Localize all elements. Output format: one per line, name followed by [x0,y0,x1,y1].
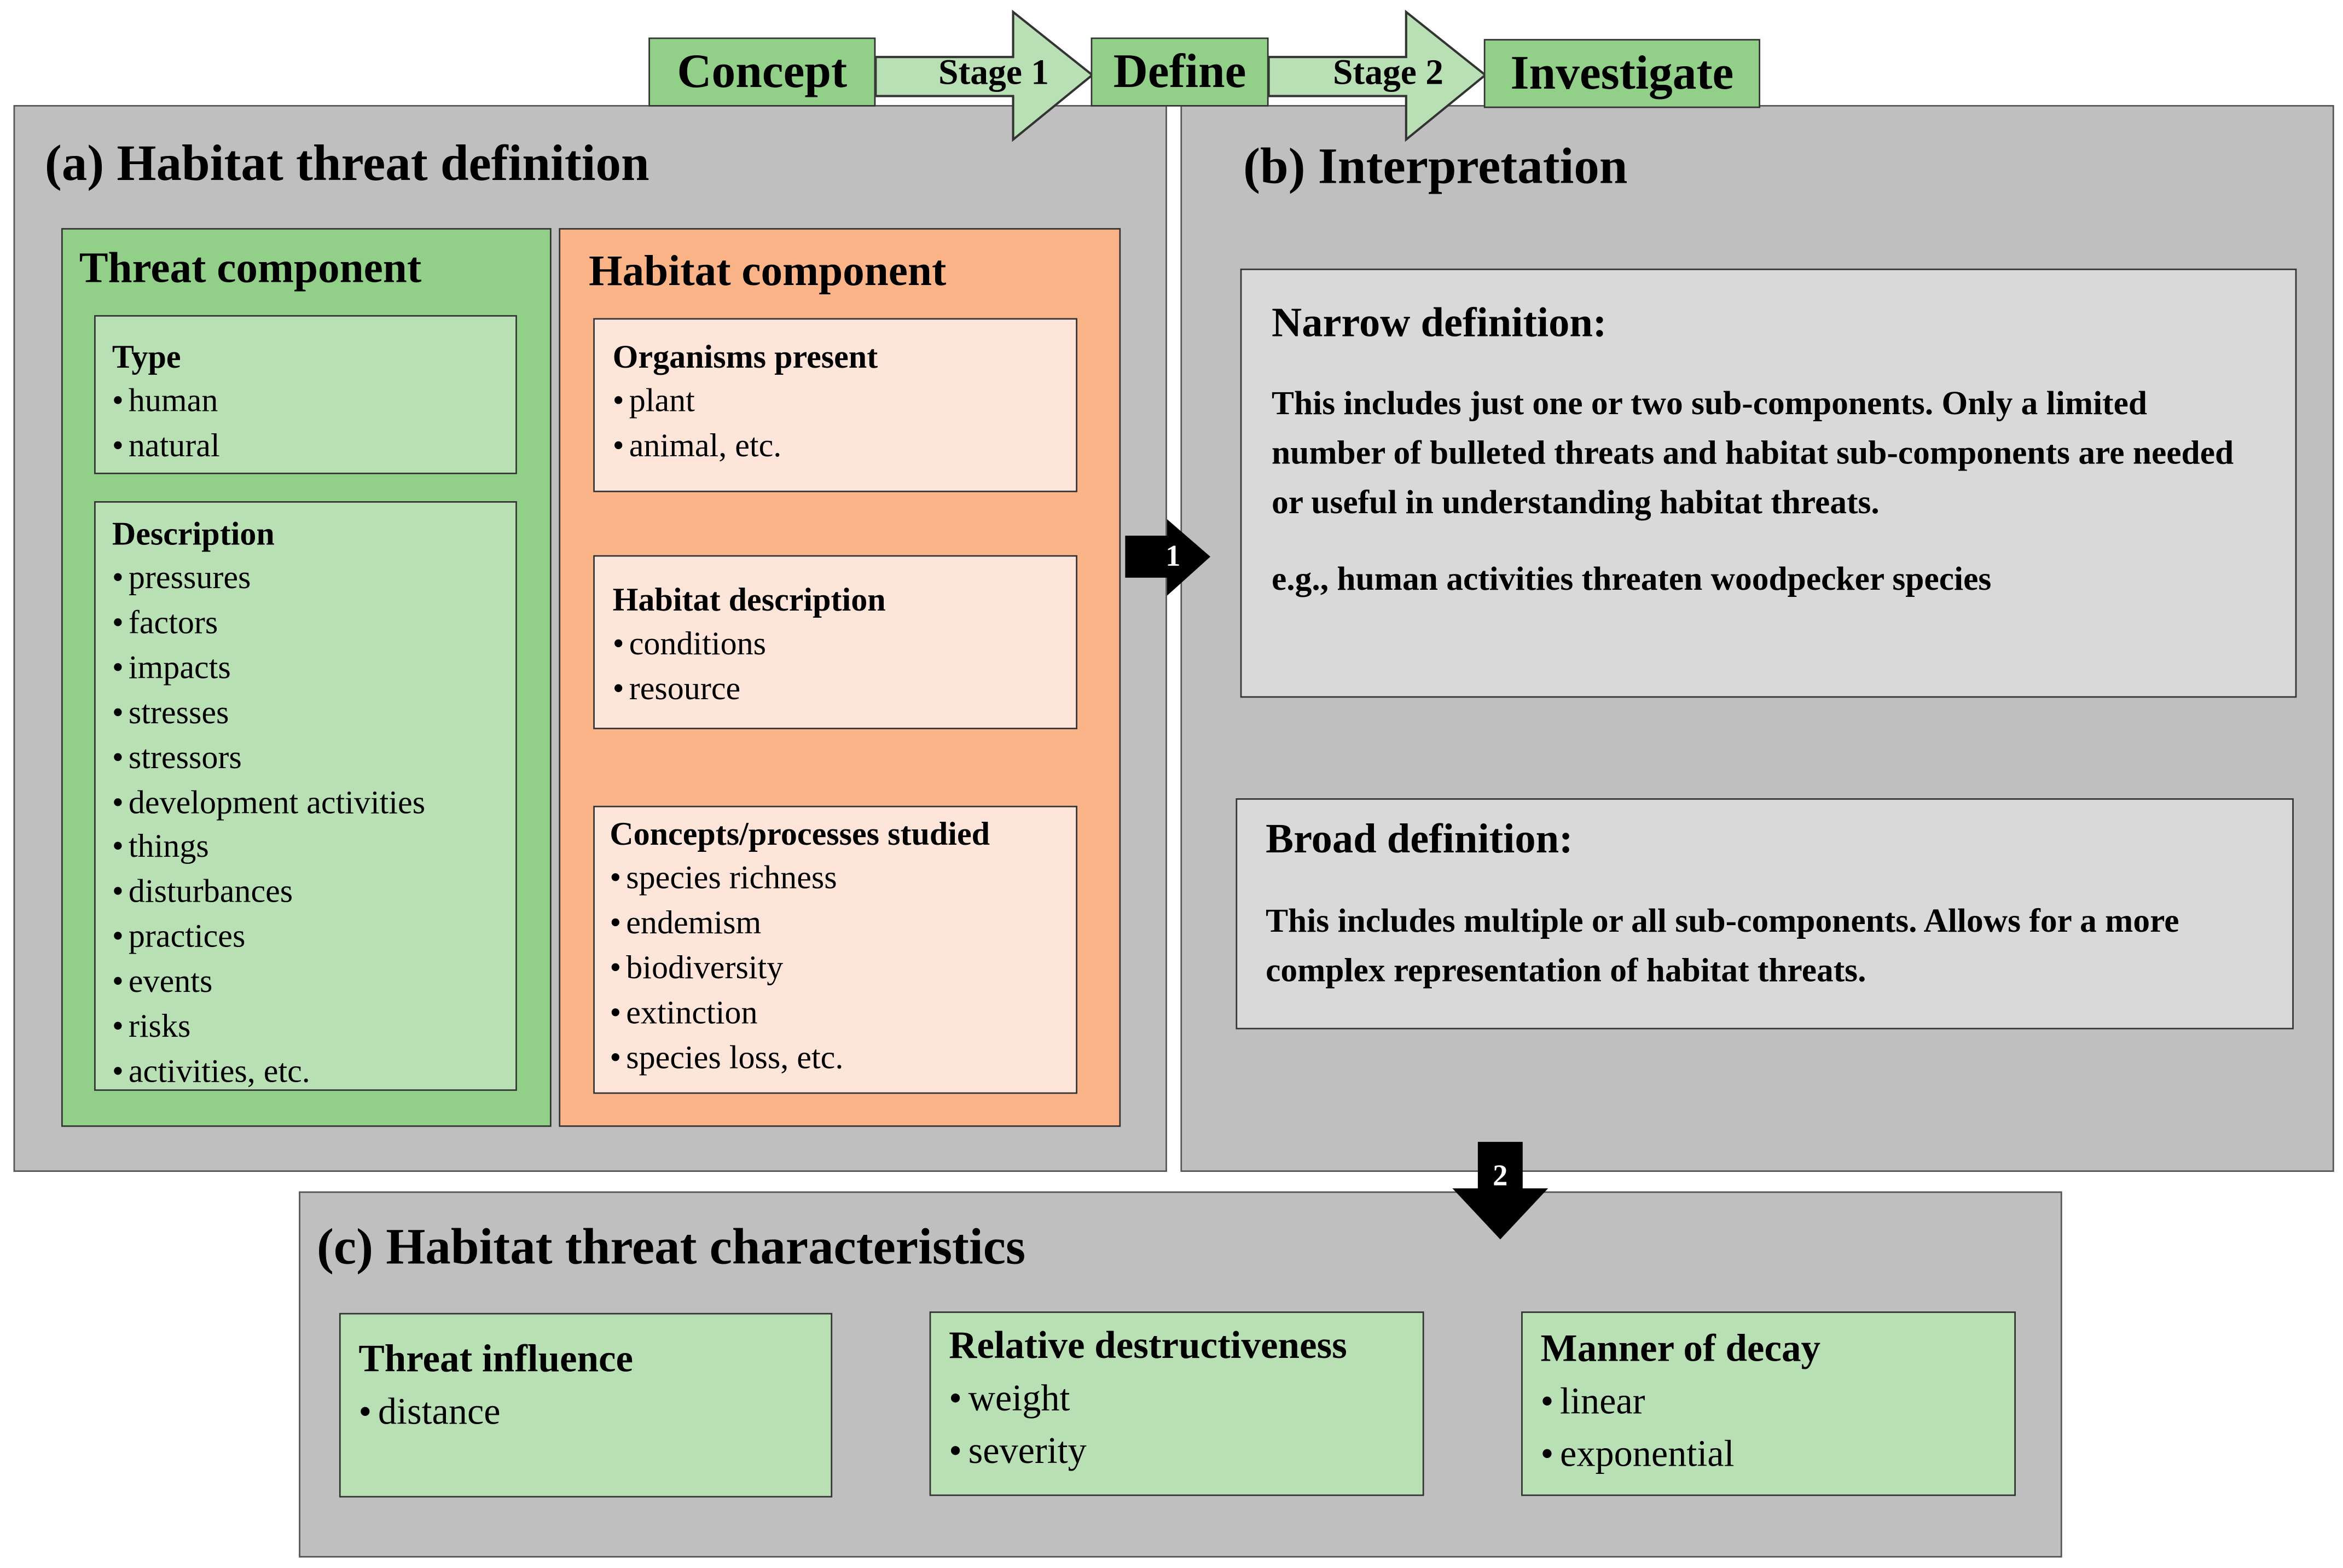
habitat-description-box: Habitat description conditions resource [593,555,1077,729]
list-item: pressures [112,555,515,600]
arrow-2-label: 2 [1493,1160,1508,1193]
list-item: stresses [112,690,515,735]
threat-influence-title: Threat influence [358,1337,634,1381]
type-box: Type human natural [94,315,517,474]
arrow-1 [1125,519,1211,596]
list-item: conditions [613,621,1076,666]
panel-b-title: (b) Interpretation [1243,140,1628,195]
stage2-arrow [1267,9,1487,142]
investigate-box: Investigate [1483,39,1761,108]
arrow-2 [1452,1142,1549,1240]
list-item: stressors [112,735,515,780]
habitat-description-title: Habitat description [612,580,886,618]
define-box: Define [1091,37,1269,107]
list-item: disturbances [112,869,515,914]
panel-a-title: (a) Habitat threat definition [44,136,649,193]
broad-definition-box: Broad definition: This includes multiple… [1236,798,2294,1030]
type-list: human natural [112,378,515,468]
organisms-title: Organisms present [612,338,878,375]
stage1-label: Stage 1 [938,54,1049,94]
threat-influence-box: Threat influence distance [339,1313,833,1498]
manner-of-decay-list: linear exponential [1541,1376,2015,1481]
narrow-definition-title: Narrow definition: [1271,300,1607,347]
list-item: activities, etc. [112,1049,515,1094]
list-item: events [112,959,515,1004]
list-item: species richness [610,855,1076,900]
list-item: species loss, etc. [610,1035,1076,1079]
relative-destructiveness-title: Relative destructiveness [949,1323,1347,1367]
concepts-list: species richness endemism biodiversity e… [610,855,1076,1079]
list-item: things [112,824,515,869]
narrow-definition-box: Narrow definition: This includes just on… [1240,268,2297,698]
list-item: natural [112,423,515,468]
arrow-1-label: 1 [1165,540,1181,573]
list-item: distance [358,1386,831,1439]
list-item: risks [112,1004,515,1049]
stage1-arrow [874,9,1094,142]
type-title: Type [112,338,181,375]
list-item: impacts [112,645,515,690]
list-item: exponential [1541,1428,2015,1481]
threat-component-title: Threat component [79,245,422,293]
description-box: Description pressures factors impacts st… [94,501,517,1091]
manner-of-decay-box: Manner of decay linear exponential [1521,1311,2016,1496]
list-item: animal, etc. [613,423,1076,468]
concepts-title: Concepts/processes studied [610,815,990,852]
list-item: factors [112,600,515,645]
description-title: Description [112,514,275,553]
relative-destructiveness-box: Relative destructiveness weight severity [929,1311,1424,1496]
list-item: development activities [112,780,515,824]
list-item: weight [949,1373,1423,1425]
habitat-component-title: Habitat component [588,247,947,296]
list-item: severity [949,1425,1423,1478]
list-item: resource [613,666,1076,711]
list-item: extinction [610,990,1076,1035]
list-item: practices [112,914,515,959]
habitat-description-list: conditions resource [613,621,1076,711]
broad-definition-title: Broad definition: [1266,816,1573,863]
stage2-label: Stage 2 [1332,54,1444,94]
narrow-definition-text: This includes just one or two sub-compon… [1271,384,2234,521]
description-list: pressures factors impacts stresses stres… [112,555,515,1094]
concepts-box: Concepts/processes studied species richn… [593,805,1077,1094]
threat-influence-list: distance [358,1386,831,1439]
concept-box: Concept [648,37,876,107]
panel-c-title: (c) Habitat threat characteristics [316,1219,1026,1276]
list-item: plant [613,378,1076,423]
manner-of-decay-title: Manner of decay [1540,1326,1821,1370]
list-item: endemism [610,900,1076,945]
narrow-definition-example: e.g., human activities threaten woodpeck… [1271,559,1992,597]
list-item: human [112,378,515,423]
list-item: biodiversity [610,945,1076,990]
organisms-box: Organisms present plant animal, etc. [593,318,1077,492]
list-item: linear [1541,1376,2015,1428]
relative-destructiveness-list: weight severity [949,1373,1423,1478]
broad-definition-text: This includes multiple or all sub-compon… [1266,902,2179,989]
organisms-list: plant animal, etc. [613,378,1076,468]
